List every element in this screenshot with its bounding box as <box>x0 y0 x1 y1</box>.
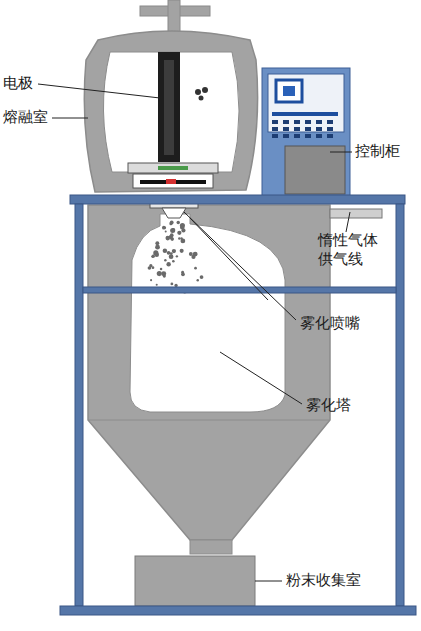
metal-droplet <box>170 283 173 286</box>
cabinet-button <box>283 134 289 138</box>
cabinet-button <box>305 134 311 138</box>
metal-droplet <box>155 241 159 245</box>
cabinet-button <box>327 134 333 138</box>
atomizing-tower <box>88 205 330 540</box>
cabinet-button <box>305 127 311 131</box>
metal-droplet <box>172 260 175 263</box>
metal-spray <box>148 221 210 294</box>
metal-droplet <box>172 249 176 253</box>
cabinet-button <box>294 127 300 131</box>
powder-chamber <box>135 556 255 606</box>
metal-droplet <box>170 228 175 233</box>
metal-droplet <box>152 255 155 258</box>
metal-droplet <box>164 227 167 230</box>
cabinet-button <box>327 127 333 131</box>
metal-droplet <box>177 221 180 224</box>
metal-droplet <box>165 236 170 241</box>
cabinet-button <box>305 120 311 124</box>
cabinet-button <box>272 120 278 124</box>
part-label: 控制柜 <box>355 142 400 162</box>
metal-droplet <box>150 279 152 281</box>
metal-droplet <box>180 223 185 228</box>
cabinet-button <box>294 134 300 138</box>
part-label: 雾化喷嘴 <box>300 314 360 334</box>
metal-droplet <box>164 259 166 261</box>
metal-droplet <box>163 249 168 254</box>
leader-lines <box>38 84 352 581</box>
metal-droplet <box>193 252 198 257</box>
cabinet-button <box>316 120 322 124</box>
part-label: 惰性气体 供气线 <box>318 231 384 270</box>
cabinet-button <box>283 127 289 131</box>
part-label: 熔融室 <box>3 108 48 128</box>
metal-droplet <box>169 254 174 259</box>
tower-neck <box>190 540 232 554</box>
metal-droplet <box>197 279 199 281</box>
crucible <box>128 163 218 188</box>
metal-droplet <box>176 255 178 257</box>
metal-droplet <box>181 228 185 232</box>
metal-droplet <box>154 253 159 258</box>
melting-chamber <box>84 31 257 192</box>
cabinet-button <box>327 120 333 124</box>
cabinet-button <box>272 134 278 138</box>
cabinet-button <box>272 127 278 131</box>
metal-droplet <box>160 268 163 271</box>
chamber-window <box>103 52 239 172</box>
metal-droplet <box>165 231 167 233</box>
metal-droplet <box>161 271 166 276</box>
metal-droplet <box>180 249 184 253</box>
control-cabinet <box>262 68 350 196</box>
metal-droplet <box>200 275 204 279</box>
electrode <box>158 52 180 162</box>
metal-droplet <box>172 228 175 231</box>
metal-droplet <box>167 251 171 255</box>
metal-droplet <box>177 231 181 235</box>
arc-symbol <box>195 87 208 101</box>
metal-droplet <box>151 255 154 258</box>
metal-droplet <box>166 262 170 266</box>
part-label: 雾化塔 <box>306 396 351 416</box>
cabinet-button <box>283 120 289 124</box>
metal-droplet <box>170 221 174 225</box>
part-label: 粉末收集室 <box>286 571 361 591</box>
metal-droplet <box>157 271 162 276</box>
metal-droplet <box>194 267 197 270</box>
metal-droplet <box>181 271 184 274</box>
gas-supply-line <box>330 209 382 218</box>
cabinet-button <box>294 120 300 124</box>
cabinet-button <box>316 134 322 138</box>
support-frame <box>60 195 416 615</box>
part-label: 电极 <box>3 74 33 94</box>
metal-droplet <box>155 245 160 250</box>
metal-droplet <box>156 284 158 286</box>
metal-droplet <box>181 239 186 244</box>
tower-inner <box>130 214 285 412</box>
cabinet-button <box>316 127 322 131</box>
metal-droplet <box>149 264 152 267</box>
metal-droplet <box>162 226 166 230</box>
metal-droplet <box>178 237 181 240</box>
electrode-core <box>164 60 174 155</box>
